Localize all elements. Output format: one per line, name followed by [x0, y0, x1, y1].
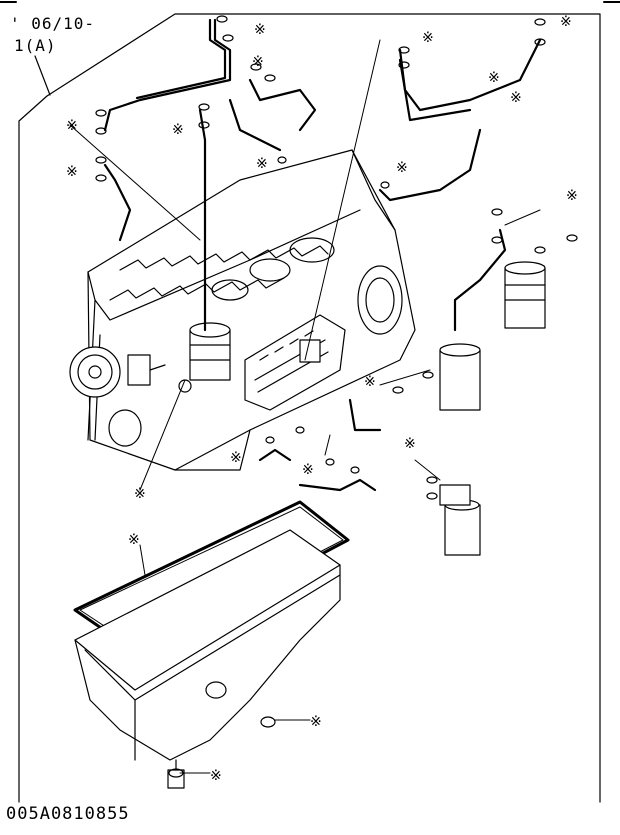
callout-symbol: ※: [404, 436, 416, 452]
callout-symbol: ※: [510, 90, 522, 106]
date-range-label: ' 06/10-: [10, 14, 96, 33]
callout-symbol: ※: [560, 14, 572, 30]
callout-symbol: ※: [210, 768, 222, 784]
callout-symbol: ※: [302, 462, 314, 478]
injection-pump: [244, 314, 346, 411]
callout-symbol: ※: [422, 30, 434, 46]
callout-symbol: ※: [566, 188, 578, 204]
callout-symbol: ※: [488, 70, 500, 86]
drawing-number: 005A0810855: [6, 804, 130, 824]
pulley: [69, 346, 166, 398]
callout-symbol: ※: [172, 122, 184, 138]
callout-symbols: ※ ※ ※ ※ ※ ※ ※ ※ ※ ※ ※ ※ ※ ※ ※ ※ ※ ※ ※ ※: [66, 14, 578, 784]
frame-lines: [0, 1, 620, 803]
callout-symbol: ※: [128, 532, 140, 548]
callout-symbol: ※: [134, 486, 146, 502]
washers: [95, 15, 578, 778]
callout-symbol: ※: [66, 164, 78, 180]
callout-symbol: ※: [310, 714, 322, 730]
oil-filter-block: [189, 322, 231, 381]
callout-symbol: ※: [66, 118, 78, 134]
callout-symbol: ※: [364, 374, 376, 390]
oil-pan: [74, 529, 341, 789]
callout-symbol: ※: [254, 22, 266, 38]
leader-lines: [69, 39, 541, 774]
engine-block: [87, 149, 416, 471]
callout-symbol: ※: [396, 160, 408, 176]
callout-symbol: ※: [230, 450, 242, 466]
callout-symbol: ※: [256, 156, 268, 172]
fuel-filter-right: [439, 261, 546, 556]
callout-symbol: ※: [252, 54, 264, 70]
fuel-pipes: [103, 18, 542, 492]
group-reference-label: 1(A): [14, 36, 57, 55]
